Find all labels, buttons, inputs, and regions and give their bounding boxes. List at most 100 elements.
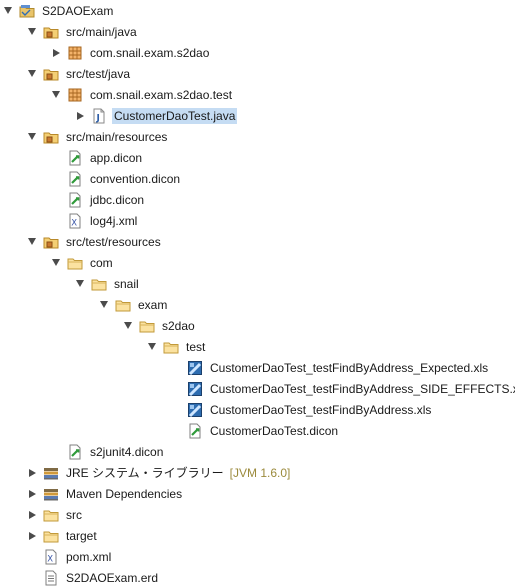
tree-node[interactable]: com.snail.exam.s2dao.test: [0, 84, 515, 105]
tree-node[interactable]: src/test/resources: [0, 231, 515, 252]
collapse-toggle-icon[interactable]: [2, 5, 14, 17]
twisty-spacer: [170, 425, 182, 437]
dicon-file-icon: [187, 423, 203, 439]
tree-node-decoration: [JVM 1.6.0]: [229, 465, 291, 480]
source-folder-icon: [43, 234, 59, 250]
collapse-toggle-icon[interactable]: [26, 26, 38, 38]
twisty-spacer: [170, 362, 182, 374]
twisty-spacer: [50, 194, 62, 206]
tree-node[interactable]: src/main/java: [0, 21, 515, 42]
tree-node[interactable]: CustomerDaoTest_testFindByAddress_SIDE_E…: [0, 378, 515, 399]
tree-node-label: pom.xml: [66, 549, 112, 564]
tree-node-label: s2dao: [162, 318, 195, 333]
collapse-toggle-icon[interactable]: [50, 89, 62, 101]
tree-node-label: log4j.xml: [90, 213, 138, 228]
dicon-file-icon: [67, 171, 83, 187]
twisty-spacer: [50, 152, 62, 164]
tree-node[interactable]: S2DAOExam.erd: [0, 567, 515, 588]
excel-file-icon: [187, 381, 203, 397]
tree-node-label: snail: [114, 276, 139, 291]
tree-node[interactable]: s2junit4.dicon: [0, 441, 515, 462]
expand-toggle-icon[interactable]: [50, 47, 62, 59]
collapse-toggle-icon[interactable]: [26, 236, 38, 248]
library-icon: [43, 465, 59, 481]
folder-icon: [91, 276, 107, 292]
tree-node-label: app.dicon: [90, 150, 143, 165]
collapse-toggle-icon[interactable]: [98, 299, 110, 311]
svg-text:X: X: [47, 554, 53, 564]
project-icon: [19, 3, 35, 19]
tree-node[interactable]: com: [0, 252, 515, 273]
expand-toggle-icon[interactable]: [26, 467, 38, 479]
java-file-icon: J: [91, 108, 107, 124]
folder-icon: [67, 255, 83, 271]
tree-node-label: CustomerDaoTest.dicon: [210, 423, 339, 438]
folder-icon: [115, 297, 131, 313]
collapse-toggle-icon[interactable]: [26, 131, 38, 143]
tree-node[interactable]: JRE システム・ライブラリー [JVM 1.6.0]: [0, 462, 515, 483]
collapse-toggle-icon[interactable]: [74, 278, 86, 290]
collapse-toggle-icon[interactable]: [122, 320, 134, 332]
erd-file-icon: [43, 570, 59, 586]
tree-node-label: test: [186, 339, 206, 354]
tree-node[interactable]: CustomerDaoTest.dicon: [0, 420, 515, 441]
svg-text:J: J: [96, 113, 100, 123]
dicon-file-icon: [67, 150, 83, 166]
tree-node[interactable]: jdbc.dicon: [0, 189, 515, 210]
tree-node-label: src/main/resources: [66, 129, 168, 144]
xml-file-icon: X: [67, 213, 83, 229]
dicon-file-icon: [67, 192, 83, 208]
tree-node-label: JRE システム・ライブラリー: [66, 465, 224, 480]
tree-node[interactable]: S2DAOExam: [0, 0, 515, 21]
expand-toggle-icon[interactable]: [26, 488, 38, 500]
twisty-spacer: [170, 404, 182, 416]
tree-node-label: com.snail.exam.s2dao.test: [90, 87, 233, 102]
twisty-spacer: [26, 551, 38, 563]
library-icon: [43, 486, 59, 502]
tree-node[interactable]: app.dicon: [0, 147, 515, 168]
tree-node-label: target: [66, 528, 97, 543]
tree-node[interactable]: exam: [0, 294, 515, 315]
package-icon: [67, 87, 83, 103]
package-icon: [67, 45, 83, 61]
expand-toggle-icon[interactable]: [74, 110, 86, 122]
tree-node-label: src: [66, 507, 82, 522]
collapse-toggle-icon[interactable]: [50, 257, 62, 269]
tree-node[interactable]: CustomerDaoTest_testFindByAddress.xls: [0, 399, 515, 420]
tree-node-label: src/test/resources: [66, 234, 161, 249]
excel-file-icon: [187, 402, 203, 418]
collapse-toggle-icon[interactable]: [146, 341, 158, 353]
tree-node[interactable]: com.snail.exam.s2dao: [0, 42, 515, 63]
tree-node[interactable]: Maven Dependencies: [0, 483, 515, 504]
tree-node[interactable]: src/test/java: [0, 63, 515, 84]
tree-node-label: src/main/java: [66, 24, 137, 39]
collapse-toggle-icon[interactable]: [26, 68, 38, 80]
folder-icon: [43, 507, 59, 523]
tree-node-label: com: [90, 255, 113, 270]
tree-node[interactable]: CustomerDaoTest_testFindByAddress_Expect…: [0, 357, 515, 378]
tree-node[interactable]: snail: [0, 273, 515, 294]
expand-toggle-icon[interactable]: [26, 530, 38, 542]
tree-node[interactable]: src: [0, 504, 515, 525]
tree-node-label: Maven Dependencies: [66, 486, 183, 501]
excel-file-icon: [187, 360, 203, 376]
expand-toggle-icon[interactable]: [26, 509, 38, 521]
source-folder-icon: [43, 129, 59, 145]
dicon-file-icon: [67, 444, 83, 460]
tree-node[interactable]: s2dao: [0, 315, 515, 336]
tree-node[interactable]: target: [0, 525, 515, 546]
tree-node-label: S2DAOExam: [42, 3, 114, 18]
tree-node-label: com.snail.exam.s2dao: [90, 45, 210, 60]
tree-node[interactable]: convention.dicon: [0, 168, 515, 189]
twisty-spacer: [50, 215, 62, 227]
twisty-spacer: [170, 383, 182, 395]
tree-node-label: S2DAOExam.erd: [66, 570, 159, 585]
tree-node[interactable]: test: [0, 336, 515, 357]
source-folder-icon: [43, 24, 59, 40]
xml-file-icon: X: [43, 549, 59, 565]
tree-node[interactable]: src/main/resources: [0, 126, 515, 147]
